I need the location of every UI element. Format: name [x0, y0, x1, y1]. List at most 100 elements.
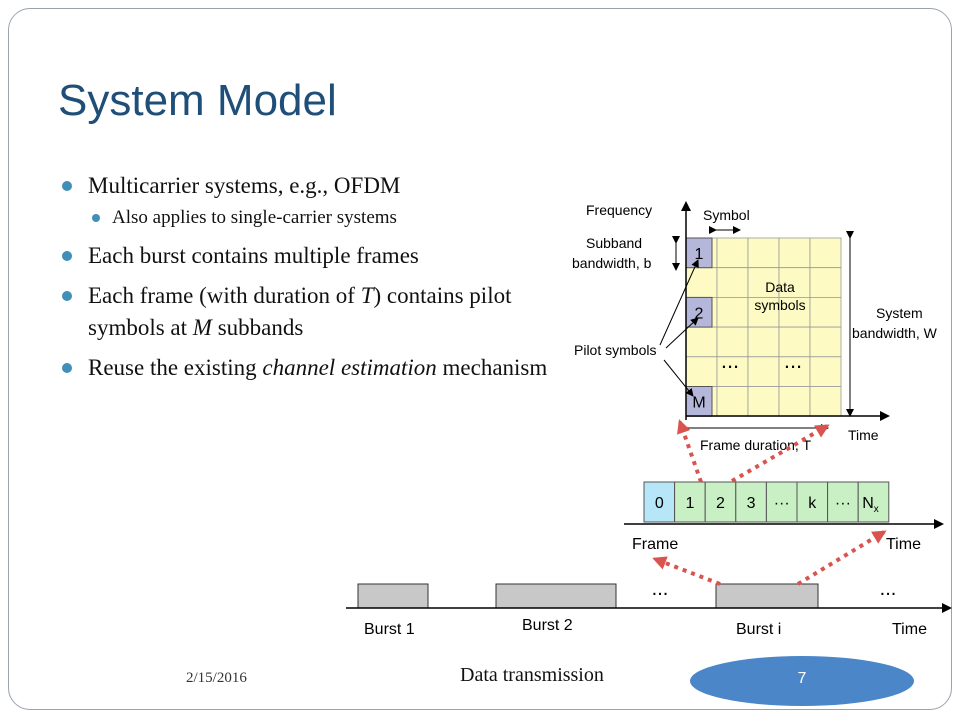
- grid-dots-1: ...: [721, 348, 739, 373]
- grid-cell: [809, 386, 842, 417]
- sub-bullet: Also applies to single-carrier systems: [92, 206, 582, 230]
- frequency-label: Frequency: [586, 202, 652, 218]
- grid-cell: [685, 267, 718, 298]
- frame-cell: [765, 481, 798, 523]
- grid-time-label: Time: [848, 427, 879, 443]
- grid-cell: [809, 237, 842, 269]
- bullet-text: Each burst contains multiple frames: [88, 243, 419, 268]
- zoom-arrow-frame-right: [730, 424, 830, 483]
- bullet-4: Reuse the existing channel estimation me…: [62, 352, 582, 384]
- burst-dots-1: ...: [652, 578, 669, 600]
- grid-cell: [809, 296, 842, 328]
- frame-cell-label: 3: [747, 495, 756, 512]
- frame-cell-label: k: [808, 495, 817, 512]
- grid-cell: [778, 386, 811, 417]
- bullet-text: M: [192, 315, 212, 340]
- burst-i-label: Burst i: [736, 621, 781, 638]
- pilot-cell-label: 2: [695, 305, 704, 322]
- symbol-label: Symbol: [703, 207, 750, 223]
- pilot-cell-label: 1: [695, 246, 704, 263]
- bullet-list: Multicarrier systems, e.g., OFDM Also app…: [62, 170, 582, 392]
- burst-1-label: Burst 1: [364, 621, 415, 638]
- page-number: 7: [797, 670, 807, 687]
- grid-cell: [685, 326, 718, 358]
- bullet-text: channel estimation: [262, 355, 437, 380]
- grid-cell: [685, 356, 718, 387]
- page-number-badge: [690, 656, 914, 706]
- frame-cell: [643, 481, 676, 523]
- subband-label-line1: Subband: [586, 235, 642, 251]
- frame-cell-text: 0: [655, 495, 664, 512]
- bullet-1: Multicarrier systems, e.g., OFDM: [62, 170, 582, 202]
- grid-cell: [809, 267, 842, 298]
- grid-cell: [778, 296, 811, 328]
- zoom-arrow-burst-right: [796, 530, 887, 586]
- grid-cell: [747, 267, 780, 298]
- grid-cell: [747, 326, 780, 358]
- grid-cell: [716, 386, 749, 417]
- frame-cell-label: ···: [774, 495, 790, 512]
- frame-cell-text: ···: [774, 495, 790, 512]
- burst-2: [495, 583, 617, 609]
- grid-cell: [716, 296, 749, 328]
- grid-cell: [747, 356, 780, 387]
- burst-1: [357, 583, 429, 609]
- pilot-pointer-1: [659, 259, 699, 346]
- bullet-text: Multicarrier systems, e.g., OFDM: [88, 173, 401, 198]
- frame-time-label: Time: [886, 536, 921, 553]
- frame-duration-label: Frame duration, T: [700, 437, 811, 453]
- frame-cell: [704, 481, 737, 523]
- frame-cell-text: 3: [747, 495, 756, 512]
- bullet-text: ) contains pilot symbols at: [88, 283, 512, 340]
- frame-axis-label: Frame: [632, 536, 678, 553]
- grid-cell: [747, 386, 780, 417]
- data-symbols-label-line2: symbols: [754, 297, 805, 313]
- burst-time-label: Time: [892, 621, 927, 638]
- bullet-3: Each frame (with duration of T) contains…: [62, 280, 582, 344]
- grid-cell: [809, 326, 842, 358]
- pilot-cell-label: M: [692, 395, 705, 412]
- frame-cell-text: N: [862, 495, 874, 512]
- frame-cell-text: 1: [685, 495, 694, 512]
- frame-cell-text: k: [808, 495, 817, 512]
- frame-cell-label: ···: [835, 495, 851, 512]
- bullet-text: Each frame (with duration of: [88, 283, 361, 308]
- grid-cell: [778, 326, 811, 358]
- pilot-pointer-m: [663, 359, 694, 397]
- burst-i: [715, 583, 819, 609]
- grid-cell: [747, 237, 780, 269]
- grid-cell: [778, 237, 811, 269]
- frame-cell-label: Nx: [862, 495, 879, 515]
- bullet-text: Reuse the existing: [88, 355, 263, 380]
- frame-cell-text: 2: [716, 495, 725, 512]
- footer-title: Data transmission: [460, 664, 604, 686]
- grid-cell: [716, 267, 749, 298]
- frame-cell-label: 2: [716, 495, 725, 512]
- time-frequency-grid: 1 2M: [685, 237, 842, 417]
- pilot-pointer-2: [665, 317, 699, 349]
- system-bandwidth-label-line2: bandwidth, W: [852, 325, 938, 341]
- frame-cell-label: 0: [655, 495, 664, 512]
- bullet-text: mechanism: [436, 355, 548, 380]
- slide-title: System Model: [58, 76, 337, 125]
- zoom-arrow-burst-left: [652, 556, 721, 586]
- pilot-symbols-label: Pilot symbols: [574, 342, 656, 358]
- frame-sequence: 0 1 2 3 ··· k ··· Nx: [643, 481, 890, 523]
- bullet-text: subbands: [211, 315, 304, 340]
- frame-cell-text: ···: [835, 495, 851, 512]
- grid-cell: [809, 356, 842, 387]
- grid-cell: [716, 237, 749, 269]
- subband-label-line2: bandwidth, b: [572, 255, 652, 271]
- frame-cell-subscript: x: [874, 504, 879, 515]
- grid-cell: [778, 267, 811, 298]
- data-symbols-label-line1: Data: [765, 279, 795, 295]
- grid-cell: [747, 296, 780, 328]
- zoom-arrow-frame-left: [677, 419, 703, 483]
- bullet-text: T: [360, 283, 374, 308]
- footer-date: 2/15/2016: [186, 670, 247, 686]
- frame-cell: [674, 481, 706, 523]
- bullet-2: Each burst contains multiple frames: [62, 240, 582, 272]
- system-bandwidth-label-line1: System: [876, 305, 923, 321]
- frame-cell: [857, 481, 890, 523]
